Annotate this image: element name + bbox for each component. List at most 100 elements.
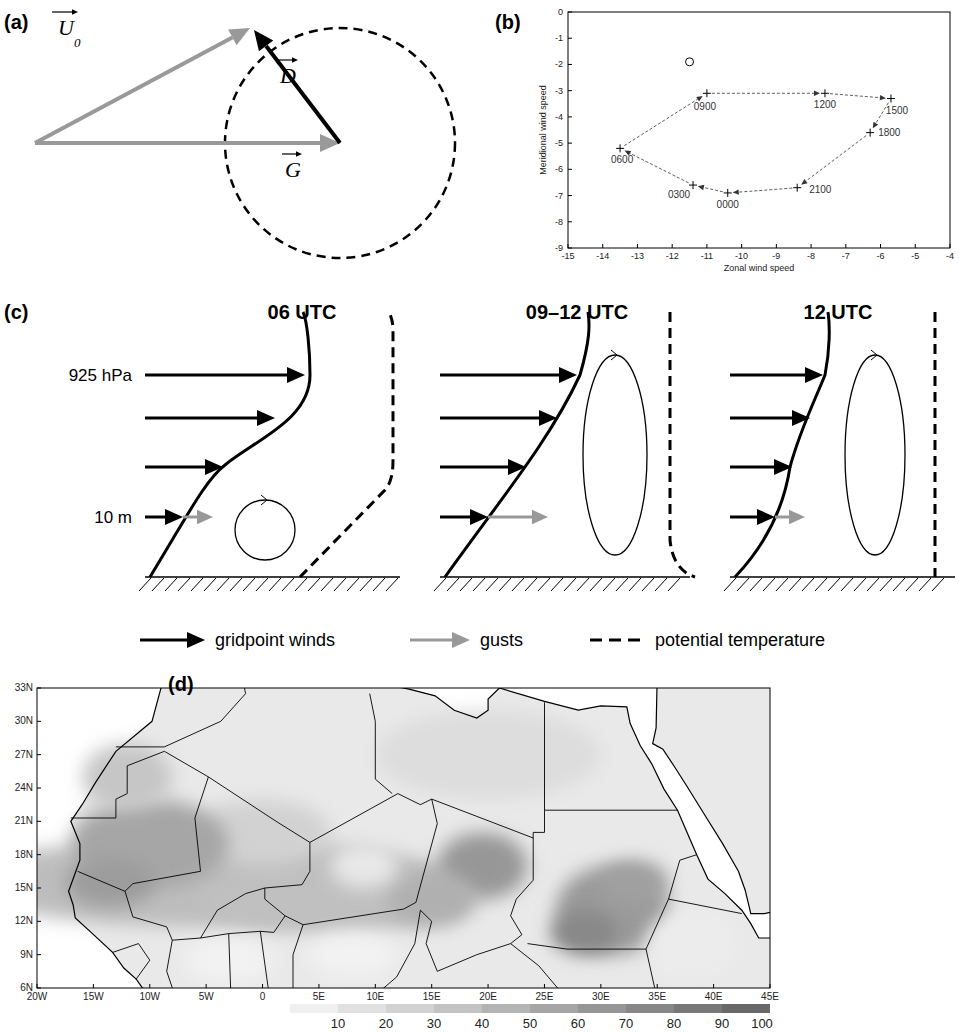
data-point xyxy=(821,89,829,97)
arrow-shaft xyxy=(183,516,197,519)
time-label: 0000 xyxy=(717,200,739,210)
tick xyxy=(950,244,951,248)
arrow-shaft xyxy=(140,639,187,642)
tick xyxy=(262,984,263,988)
longitude-label: 10W xyxy=(139,992,160,1002)
tick-label: -8 xyxy=(555,217,563,226)
hatch xyxy=(256,578,268,591)
transition-arrow xyxy=(830,94,886,101)
colorbar-box xyxy=(290,1004,338,1013)
latitude-label: 30N xyxy=(15,716,33,726)
panel-label: (a) xyxy=(4,12,28,32)
gust-arrow xyxy=(488,510,548,524)
arrow-shaft xyxy=(830,94,880,98)
time-label: 0900 xyxy=(694,102,716,112)
tick xyxy=(657,984,658,988)
gridpoint-wind xyxy=(730,459,792,475)
shading xyxy=(65,858,155,907)
legend-text: gusts xyxy=(480,631,523,649)
arrow-shaft xyxy=(775,516,789,519)
coastline xyxy=(69,688,770,988)
map xyxy=(37,688,770,988)
latitude-label: 9N xyxy=(20,950,33,960)
hatch xyxy=(373,578,385,591)
panel-title: 06 UTC xyxy=(268,302,337,322)
tick xyxy=(713,984,714,988)
colorbar-label: 80 xyxy=(667,1017,681,1030)
time-label: 0300 xyxy=(668,190,690,200)
wind-profile xyxy=(735,312,829,577)
hatch xyxy=(867,578,879,591)
arrow-shaft xyxy=(145,374,287,377)
arrow-head xyxy=(814,91,820,96)
arrow-head xyxy=(452,632,470,648)
border xyxy=(265,794,438,925)
colorbar-label: 100 xyxy=(751,1017,773,1030)
tick xyxy=(37,888,41,889)
arrow-head xyxy=(559,367,577,383)
shading xyxy=(387,871,477,927)
tick xyxy=(568,248,572,249)
hatch xyxy=(243,578,255,591)
tick xyxy=(37,788,41,789)
ground xyxy=(145,576,400,578)
hatch xyxy=(139,578,151,591)
tick xyxy=(637,244,638,248)
tick xyxy=(568,116,572,117)
data-point xyxy=(724,189,732,197)
arrow-head xyxy=(532,510,548,524)
border xyxy=(669,899,742,914)
hatch xyxy=(841,578,853,591)
hatch xyxy=(737,578,749,591)
tick xyxy=(37,984,38,988)
tick xyxy=(37,954,41,955)
hatch xyxy=(321,578,333,591)
hatch xyxy=(204,578,216,591)
colorbar-box xyxy=(386,1004,434,1013)
tick xyxy=(568,64,572,65)
transition-arrow xyxy=(624,96,702,146)
axis-title: Zonal wind speed xyxy=(724,264,795,273)
longitude-label: 45E xyxy=(761,992,779,1002)
data-point xyxy=(866,129,874,137)
hatch xyxy=(460,578,472,591)
tick-label: -4 xyxy=(946,252,954,261)
gridpoint-wind xyxy=(730,410,810,426)
border xyxy=(544,702,545,810)
gridpoint-wind xyxy=(730,367,823,383)
ground xyxy=(730,576,955,578)
hatch xyxy=(230,578,242,591)
mean-marker xyxy=(686,58,694,66)
arrow-shaft xyxy=(806,136,866,181)
hatch xyxy=(191,578,203,591)
arrow-shaft xyxy=(488,516,532,519)
colorbar-box xyxy=(674,1004,722,1013)
longitude-label: 15E xyxy=(423,992,441,1002)
hatch xyxy=(347,578,359,591)
arrow-head xyxy=(508,459,526,475)
tick xyxy=(706,244,707,248)
tick-label: 0 xyxy=(558,8,563,17)
hatch xyxy=(815,578,827,591)
vector-label: D xyxy=(280,65,296,87)
colorbar-box xyxy=(626,1004,674,1013)
tick-label: -4 xyxy=(555,112,563,121)
time-label: 1800 xyxy=(878,128,900,138)
tick-label: -15 xyxy=(561,252,574,261)
tick-label: -6 xyxy=(877,252,885,261)
hatch xyxy=(152,578,164,591)
tick-label: -13 xyxy=(631,252,644,261)
gust-arrow xyxy=(775,510,805,524)
colorbar-label: 10 xyxy=(331,1017,345,1030)
panel-label: (d) xyxy=(168,674,194,694)
legend-text: gridpoint winds xyxy=(215,631,335,649)
arrow-shaft xyxy=(440,417,539,420)
tick xyxy=(37,988,41,989)
hatch xyxy=(525,578,537,591)
data-point xyxy=(887,95,895,103)
arrow-shaft xyxy=(440,516,470,519)
eddy-head xyxy=(261,495,267,505)
gridpoint-wind xyxy=(730,509,775,525)
hatch xyxy=(564,578,576,591)
